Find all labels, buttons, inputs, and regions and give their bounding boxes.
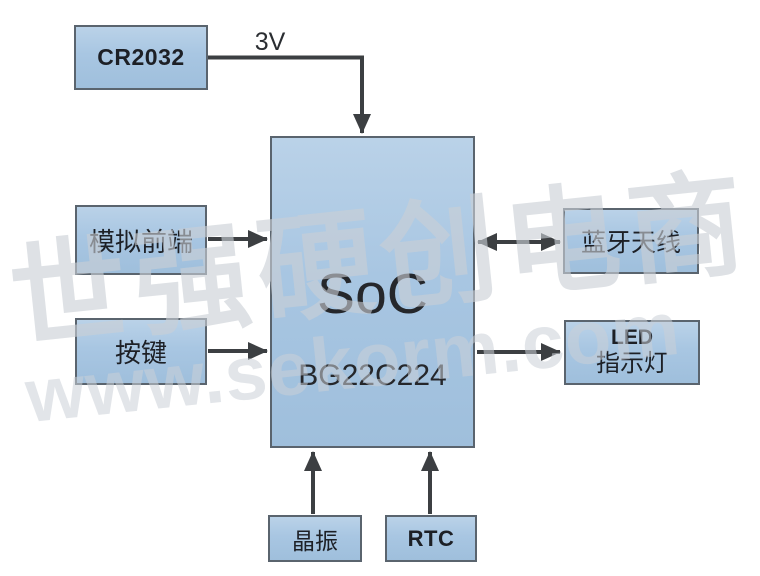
block-rtc: RTC xyxy=(385,515,477,562)
block-bluetooth-antenna: 蓝牙天线 xyxy=(563,208,699,274)
block-led-indicator: LED 指示灯 xyxy=(564,320,700,385)
soc-part-number: BG22C224 xyxy=(298,358,447,392)
led-label-line1: LED xyxy=(611,326,653,350)
block-cr2032-battery: CR2032 xyxy=(74,25,208,90)
cr2032-label: CR2032 xyxy=(97,44,185,70)
block-button: 按键 xyxy=(75,318,207,385)
arrow-power-3v xyxy=(208,55,371,134)
led-label-line2: 指示灯 xyxy=(596,351,668,378)
block-soc: SoC BG22C224 xyxy=(270,136,475,448)
analog-front-end-label: 模拟前端 xyxy=(88,227,193,257)
block-crystal-oscillator: 晶振 xyxy=(268,515,362,562)
power-voltage-label: 3V xyxy=(254,28,286,56)
rtc-label: RTC xyxy=(407,525,455,551)
button-label: 按键 xyxy=(114,339,167,368)
block-analog-front-end: 模拟前端 xyxy=(75,205,207,275)
soc-title: SoC xyxy=(317,262,428,327)
bluetooth-antenna-label: 蓝牙天线 xyxy=(580,230,681,257)
crystal-label: 晶振 xyxy=(292,528,338,554)
